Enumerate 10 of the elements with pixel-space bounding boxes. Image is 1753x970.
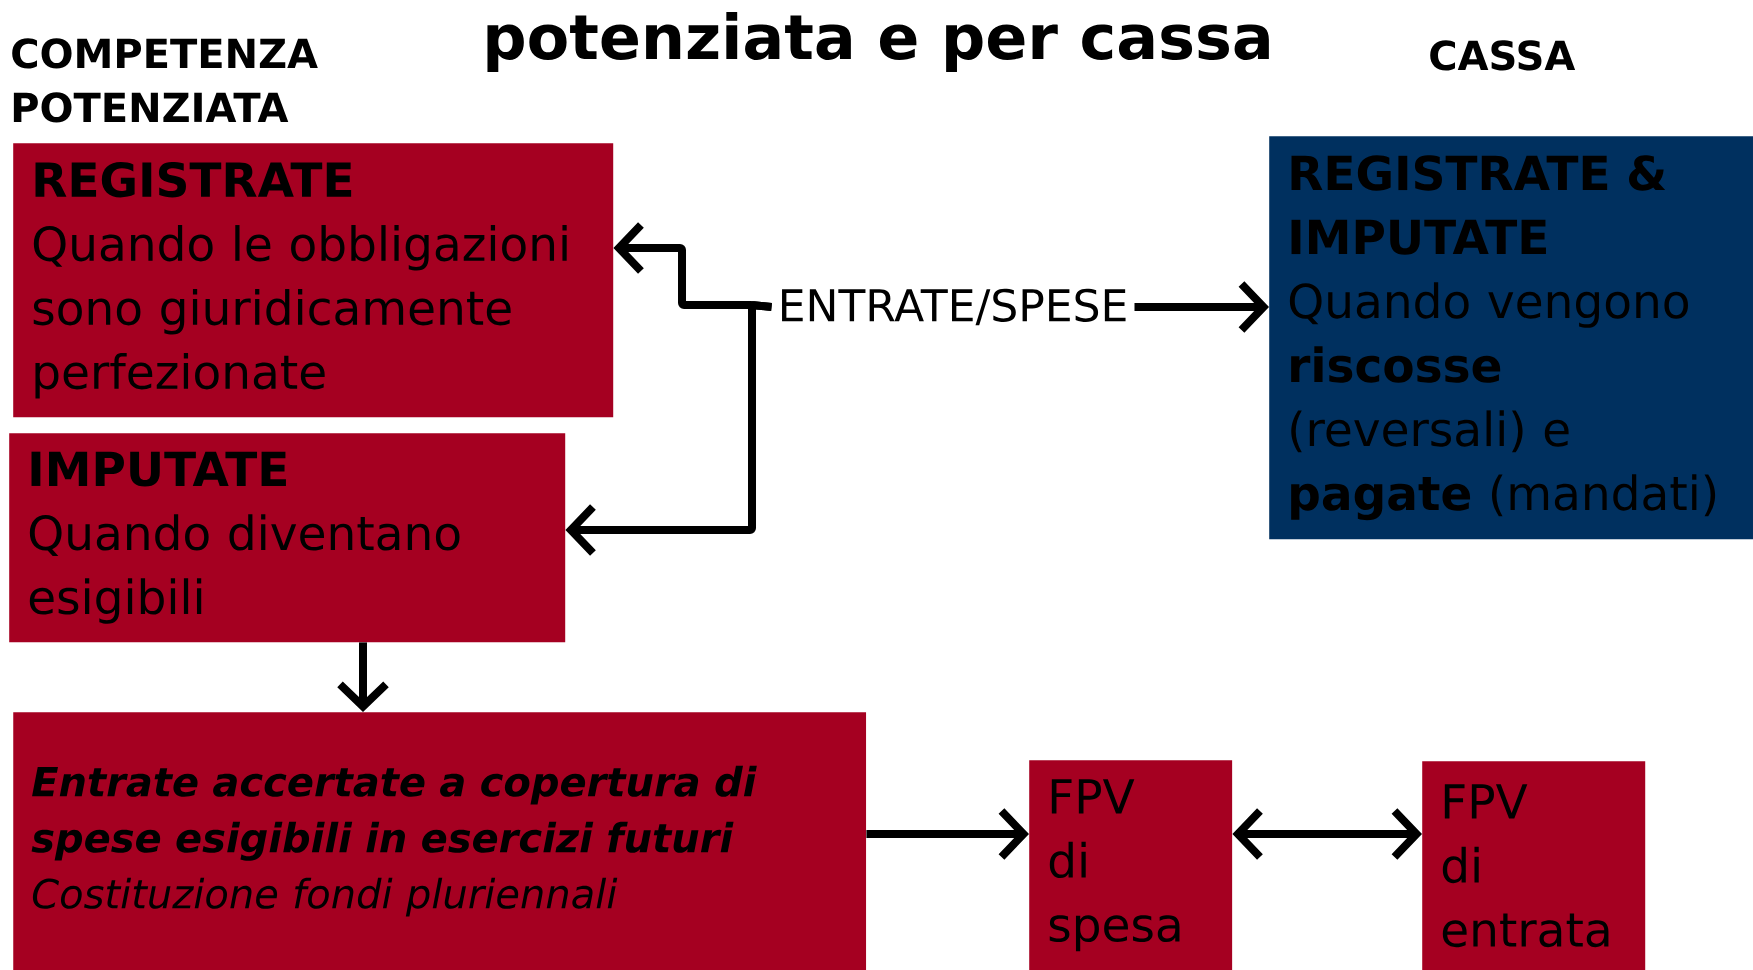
- title: potenziata e per cassa: [487, 12, 1269, 72]
- arrow: [1232, 808, 1422, 860]
- process-box: REGISTRATE & IMPUTATE Quando vengono riscosse (reversali) e pagate (mandati): [1269, 136, 1753, 540]
- process-box: IMPUTATE Quando diventano esigibili: [9, 433, 566, 643]
- heading-label: CASSA: [1430, 40, 1576, 71]
- process-box: Entrate accertate a copertura di spese esigibili in esercizi futuri Costituzione fondi pluriennali: [13, 712, 867, 970]
- process-box: FPV di spesa: [1029, 760, 1233, 970]
- process-box: REGISTRATE Quando le obbligazioni sono giuridicamente perfezionate: [13, 143, 614, 418]
- flow-label: ENTRATE/SPESE: [782, 288, 1126, 326]
- process-box: FPV di entrata: [1422, 761, 1646, 970]
